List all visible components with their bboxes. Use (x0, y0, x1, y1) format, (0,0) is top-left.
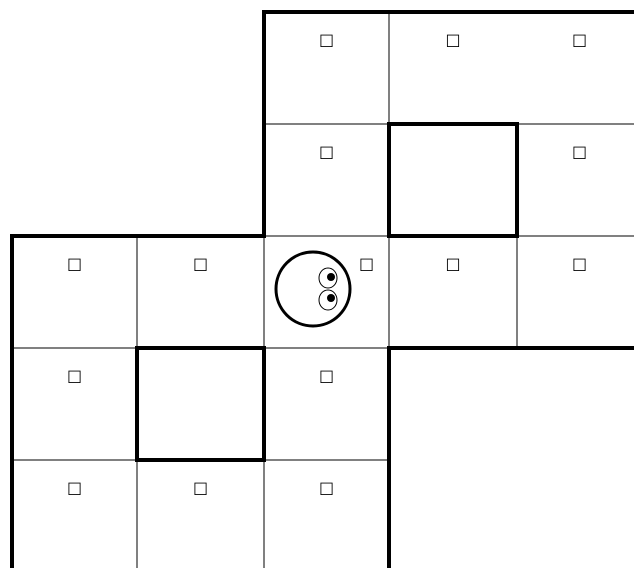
cell-marker: □ (572, 254, 587, 273)
player-ball-icon (276, 252, 350, 326)
player-layer (276, 252, 350, 326)
cell-marker: □ (67, 366, 82, 385)
cell-marker: □ (359, 254, 374, 273)
cell-marker: □ (193, 478, 208, 497)
cell-marker: □ (319, 30, 334, 49)
blocked-cell (137, 348, 264, 460)
cell-marker: □ (572, 30, 587, 49)
blocked-cell (389, 124, 517, 236)
cell-marker: □ (319, 478, 334, 497)
cell-marker: □ (193, 254, 208, 273)
cell-marker: □ (319, 142, 334, 161)
cell-marker: □ (319, 366, 334, 385)
cell-marker: □ (67, 254, 82, 273)
cell-marker: □ (445, 254, 460, 273)
cell-marker: □ (572, 142, 587, 161)
cell-marker: □ (445, 30, 460, 49)
cell-marker: □ (67, 478, 82, 497)
